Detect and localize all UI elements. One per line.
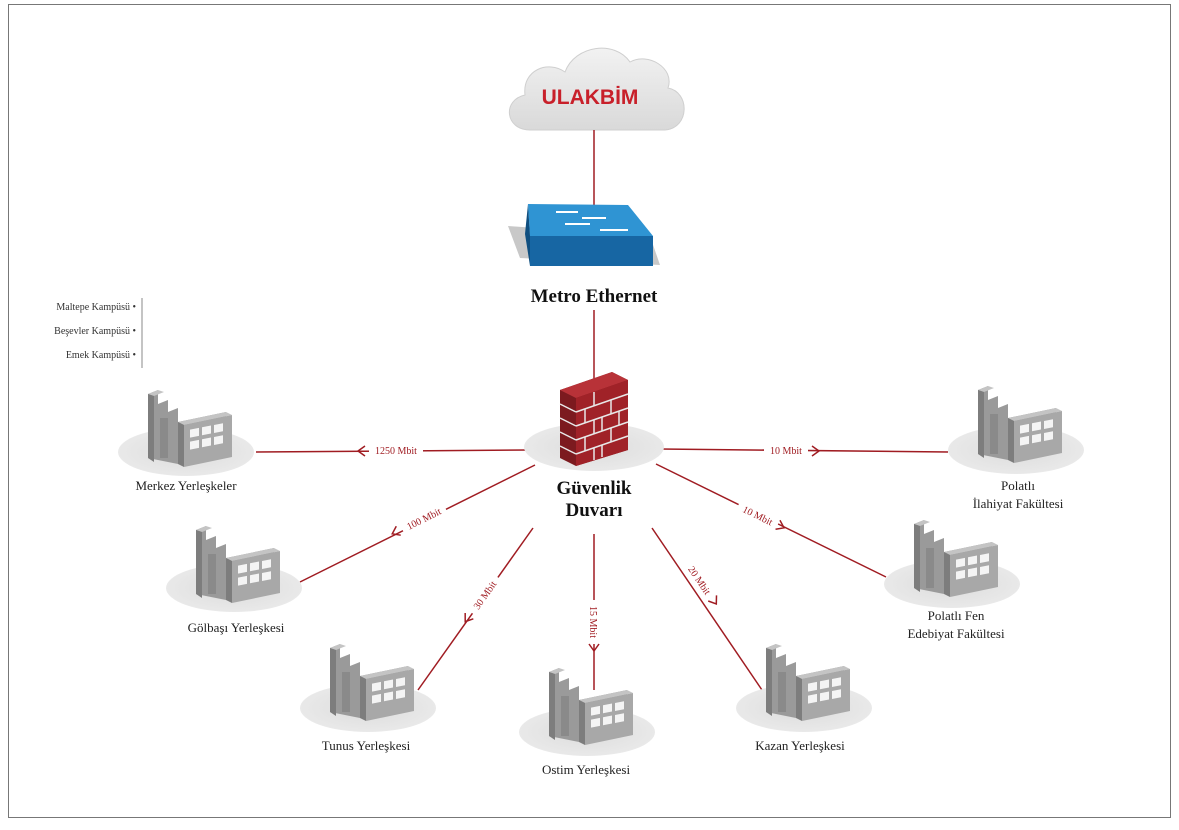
speed-tunus: 30 Mbit (464, 572, 503, 623)
firewall-label-line1: Güvenlik (556, 478, 632, 499)
campus-emek: Emek Kampüsü • (65, 350, 136, 361)
site-label-tunus: Tunus Yerleşkesi (321, 738, 411, 753)
site-label-polatli-fen-1: Polatlı Fen (927, 608, 985, 623)
site-label-polatli-ilahiyat-1: Polatlı (1001, 478, 1035, 493)
campus-besevler: Beşevler Kampüsü • (54, 326, 136, 337)
building-kazan-icon (736, 644, 872, 732)
site-label-golbasi: Gölbaşı Yerleşkesi (187, 620, 285, 635)
speed-golbasi: 100 Mbit (391, 501, 449, 536)
speed-merkez: 1250 Mbit (356, 443, 423, 457)
site-label-polatli-ilahiyat-2: İlahiyat Fakültesi (972, 496, 1064, 511)
site-label-ostim: Ostim Yerleşkesi (541, 762, 631, 777)
building-golbasi-icon (166, 526, 302, 612)
switch-label: Metro Ethernet (530, 286, 658, 307)
site-label-merkez: Merkez Yerleşkeler (135, 478, 237, 493)
building-tunus-icon (300, 644, 436, 732)
campus-maltepe: Maltepe Kampüsü • (56, 302, 136, 313)
building-merkez-icon (118, 390, 254, 476)
site-label-kazan: Kazan Yerleşkesi (755, 738, 845, 753)
building-ostim-icon (519, 668, 655, 756)
cloud-icon (508, 47, 685, 131)
firewall-icon (524, 372, 664, 471)
link-kazan (651, 527, 763, 691)
building-polatli-fen-icon (884, 520, 1020, 608)
speed-polatli-ilahiyat-label: 10 Mbit (770, 446, 802, 457)
speed-polatli-ilahiyat: 10 Mbit (764, 443, 821, 457)
speed-merkez-label: 1250 Mbit (375, 446, 417, 457)
speed-ostim: 15 Mbit (587, 600, 601, 653)
cloud-label: ULAKBİM (542, 86, 639, 109)
site-label-polatli-fen-2: Edebiyat Fakültesi (907, 626, 1005, 641)
building-polatli-ilahiyat-icon (948, 386, 1084, 474)
speed-polatli-fen: 10 Mbit (735, 499, 786, 531)
switch-icon (508, 204, 660, 266)
firewall-label-line2: Duvarı (565, 500, 623, 521)
speed-ostim-label: 15 Mbit (587, 606, 598, 638)
